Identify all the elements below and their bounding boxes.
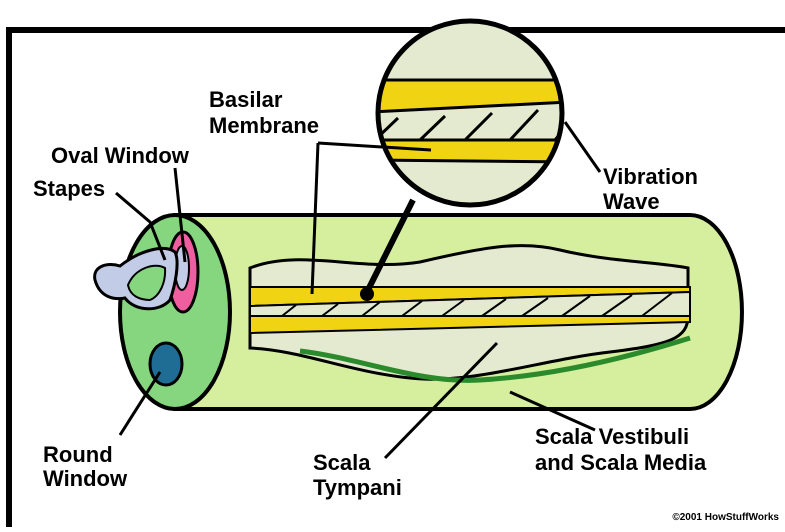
label-tympani-line1: Scala xyxy=(313,450,371,475)
label-stapes: Stapes xyxy=(33,176,105,201)
label-basilar-line1: Basilar xyxy=(209,87,283,112)
label-round-line2: Window xyxy=(43,466,128,491)
label-vibration-line1: Vibration xyxy=(603,164,698,189)
label-oval-window: Oval Window xyxy=(51,143,190,168)
label-tympani-line2: Tympani xyxy=(313,475,402,500)
label-vestibuli-line2: and Scala Media xyxy=(535,450,707,475)
label-basilar-line2: Membrane xyxy=(209,113,319,138)
label-vibration-line2: Wave xyxy=(603,189,660,214)
label-round-line1: Round xyxy=(43,442,113,467)
copyright-text: ©2001 HowStuffWorks xyxy=(672,512,779,523)
label-vestibuli-line1: Scala Vestibuli xyxy=(535,424,689,449)
magnifier-anchor-dot xyxy=(360,287,374,301)
